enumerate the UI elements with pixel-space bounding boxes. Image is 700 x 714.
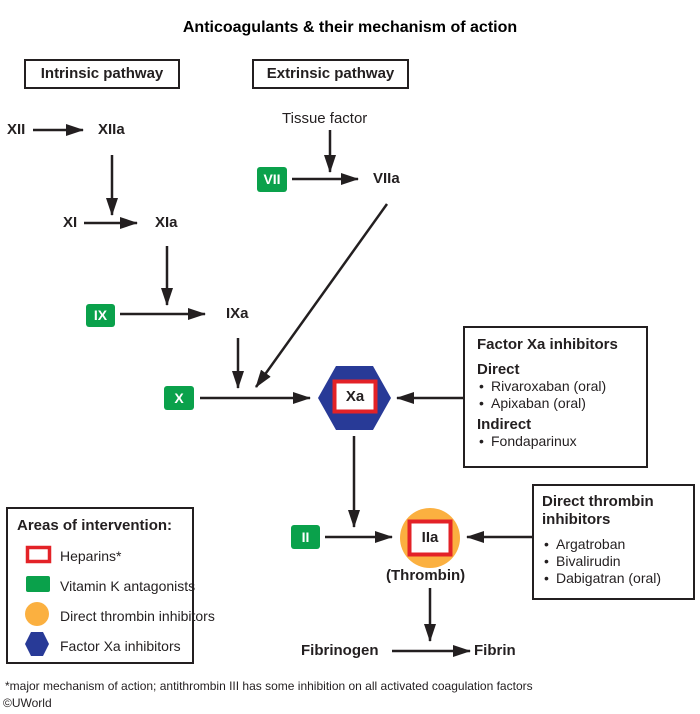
node-fibrin: Fibrin <box>474 642 516 659</box>
thrombin-inhibitor-item: Bivalirudin <box>542 553 685 570</box>
node-xa: Xa <box>345 388 365 405</box>
arrow-viia-diagonal <box>254 203 389 388</box>
legend-item-thrombin: Direct thrombin inhibitors <box>60 608 215 624</box>
node-xiia: XIIa <box>98 121 125 138</box>
node-x-vitamin-k: X <box>164 386 194 410</box>
legend-thrombin-symbol <box>25 602 49 626</box>
page-title: Anticoagulants & their mechanism of acti… <box>182 19 518 36</box>
tissue-factor-label: Tissue factor <box>282 110 368 127</box>
factor-xa-direct-item: Rivaroxaban (oral) <box>477 378 634 395</box>
node-xi: XI <box>63 214 78 231</box>
footnote: *major mechanism of action; antithrombin… <box>5 679 533 693</box>
legend-title: Areas of intervention: <box>17 517 173 534</box>
legend-heparin-symbol <box>25 545 52 564</box>
thrombin-inhibitor-item: Dabigatran (oral) <box>542 570 685 587</box>
intrinsic-pathway-label: Intrinsic pathway <box>24 59 180 89</box>
factor-xa-direct-item: Apixaban (oral) <box>477 395 634 412</box>
node-xia: XIa <box>155 214 178 231</box>
thrombin-heading-line2: inhibitors <box>542 511 611 528</box>
factor-xa-indirect-item: Fondaparinux <box>477 433 634 450</box>
factor-xa-direct-label: Direct <box>477 361 520 378</box>
thrombin-inhibitor-item: Argatroban <box>542 536 685 553</box>
thrombin-heading-line1: Direct thrombin <box>542 493 654 510</box>
factor-xa-heading: Factor Xa inhibitors <box>477 336 618 353</box>
legend-item-vitamin-k: Vitamin K antagonists <box>60 578 196 594</box>
legend-xa-symbol <box>25 632 49 656</box>
node-fibrinogen: Fibrinogen <box>301 642 379 659</box>
node-ii-vitamin-k: II <box>291 525 320 549</box>
node-xii: XII <box>7 121 26 138</box>
legend-item-factor-xa: Factor Xa inhibitors <box>60 638 181 654</box>
direct-thrombin-inhibitors-box: Direct thrombin inhibitors Argatroban Bi… <box>532 484 695 600</box>
node-ix-vitamin-k: IX <box>86 304 115 327</box>
node-vii-vitamin-k: VII <box>257 167 287 192</box>
factor-xa-indirect-label: Indirect <box>477 416 532 433</box>
factor-xa-inhibitors-box: Factor Xa inhibitors Direct Rivaroxaban … <box>463 326 648 468</box>
iia-heparin-box <box>407 519 453 557</box>
thrombin-label: (Thrombin) <box>386 567 466 584</box>
xa-heparin-box <box>332 379 378 414</box>
legend-vitamin-k-symbol <box>26 576 50 592</box>
extrinsic-pathway-label: Extrinsic pathway <box>252 59 409 89</box>
legend-item-heparins: Heparins* <box>60 548 122 564</box>
copyright: ©UWorld <box>3 696 52 710</box>
node-iia: IIa <box>421 529 439 546</box>
node-ixa: IXa <box>226 305 249 322</box>
legend-box: Areas of intervention: Heparins* Vitamin… <box>6 507 215 664</box>
node-viia: VIIa <box>373 170 400 187</box>
